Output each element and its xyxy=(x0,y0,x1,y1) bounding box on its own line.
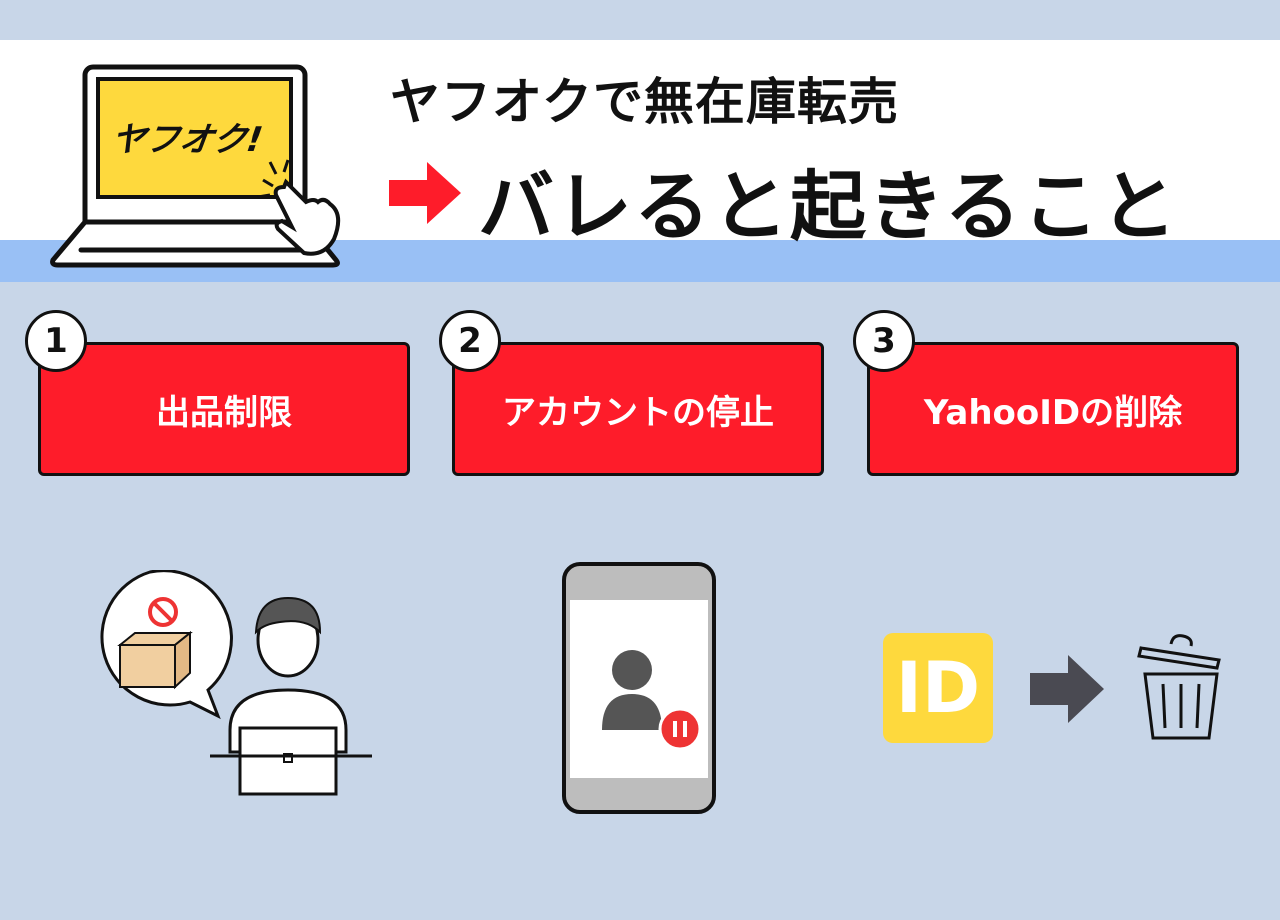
laptop-icon xyxy=(50,64,341,268)
item-box-3: YahooIDの削除 xyxy=(867,342,1239,476)
gray-arrow-icon xyxy=(1030,655,1104,723)
phone-account-suspended-illustration xyxy=(562,562,716,814)
person-listing-restricted-illustration xyxy=(100,570,372,796)
number-badge-3: 3 xyxy=(853,310,915,372)
item-box-1: 出品制限 xyxy=(38,342,410,476)
item-box-2: アカウントの停止 xyxy=(452,342,824,476)
trash-can-icon xyxy=(1137,634,1221,740)
title-line2: バレると起きること xyxy=(478,162,1179,251)
number-badge-1: 1 xyxy=(25,310,87,372)
id-badge-icon: ID xyxy=(883,633,993,743)
yahuoku-logo: ヤフオク! xyxy=(108,120,266,160)
red-arrow-icon xyxy=(389,162,461,224)
title-line1: ヤフオクで無在庫転売 xyxy=(390,73,899,131)
number-badge-2: 2 xyxy=(439,310,501,372)
